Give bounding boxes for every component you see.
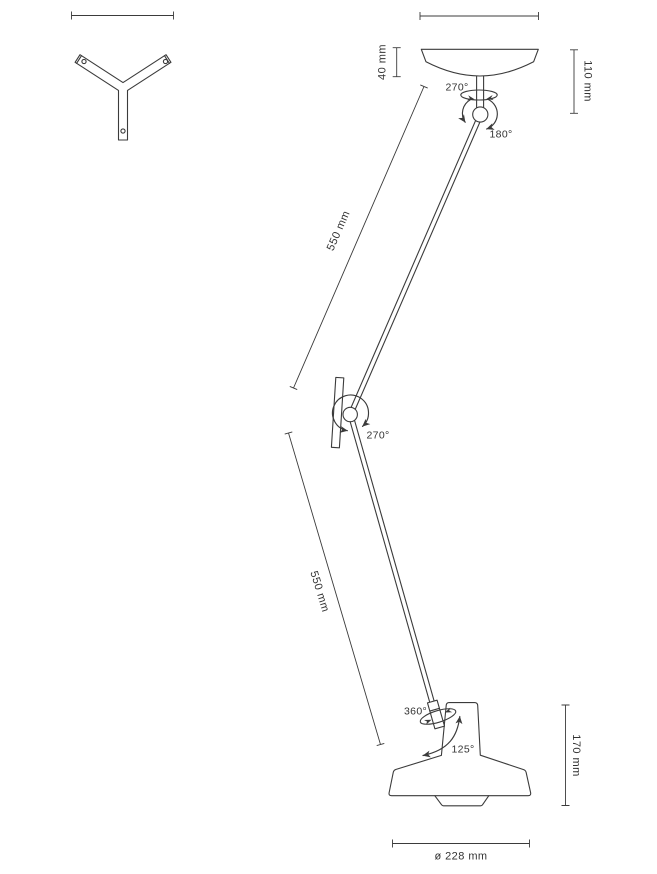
elbow-handle-bar — [330, 376, 345, 449]
canopy-total-height-label: 110 mm — [582, 60, 594, 102]
bracket-hole-bottom — [120, 128, 126, 134]
mounting-bracket — [74, 54, 172, 141]
canopy-stem — [476, 71, 485, 112]
canopy-height-label: 40 mm — [377, 44, 389, 80]
head-tilt-label: 125° — [451, 744, 474, 756]
canopy-height-dimension: 40 mm — [377, 44, 401, 80]
bracket-outline — [74, 54, 172, 141]
elbow-rotation-arc — [331, 394, 371, 433]
upper-arm — [347, 113, 484, 416]
bracket-hole-right — [162, 58, 169, 65]
canopy-total-height-dimension: 110 mm — [570, 49, 594, 114]
elbow-pivot — [342, 406, 358, 423]
elbow-joint: 270° — [330, 376, 389, 449]
head-swivel-label: 360° — [404, 706, 427, 718]
canopy-swivel-label: 270° — [445, 82, 468, 94]
upper-arm-length-label: 550 mm — [325, 209, 353, 253]
shade-diameter-label: ø 228 mm — [434, 851, 487, 863]
canopy-width-dimension — [419, 12, 539, 20]
ball-joint — [472, 106, 489, 123]
head-swivel-arrow-right-icon — [444, 707, 453, 713]
ball-tilt-arc-right — [486, 98, 498, 130]
swivel-arrow-right-icon — [486, 95, 494, 101]
ball-tilt-arc-left — [458, 99, 472, 123]
canopy-ball-joint: 270° 180° — [445, 82, 512, 141]
elbow-rotation-label: 270° — [366, 430, 389, 442]
canopy-swivel-ellipse — [460, 89, 498, 101]
shade-diffuser — [434, 795, 490, 807]
shade-diameter-dimension: ø 228 mm — [392, 839, 530, 863]
lower-arm — [347, 413, 439, 718]
ball-tilt-label: 180° — [489, 129, 512, 141]
head-height-label: 170 mm — [570, 734, 582, 776]
ceiling-canopy — [420, 48, 539, 112]
upper-arm-dimension: 550 mm — [289, 84, 428, 391]
lamp-head: 360° 125° — [388, 699, 532, 807]
bracket-hole-left — [81, 58, 87, 65]
lower-arm-length-label: 550 mm — [307, 570, 331, 614]
bracket-width-dimension — [71, 11, 174, 20]
head-tilt-arc — [422, 715, 463, 758]
head-height-dimension: 170 mm — [561, 704, 582, 806]
canopy-body — [420, 48, 539, 77]
lower-arm-dimension: 550 mm — [284, 431, 385, 747]
swivel-arrow-left-icon — [467, 95, 475, 101]
